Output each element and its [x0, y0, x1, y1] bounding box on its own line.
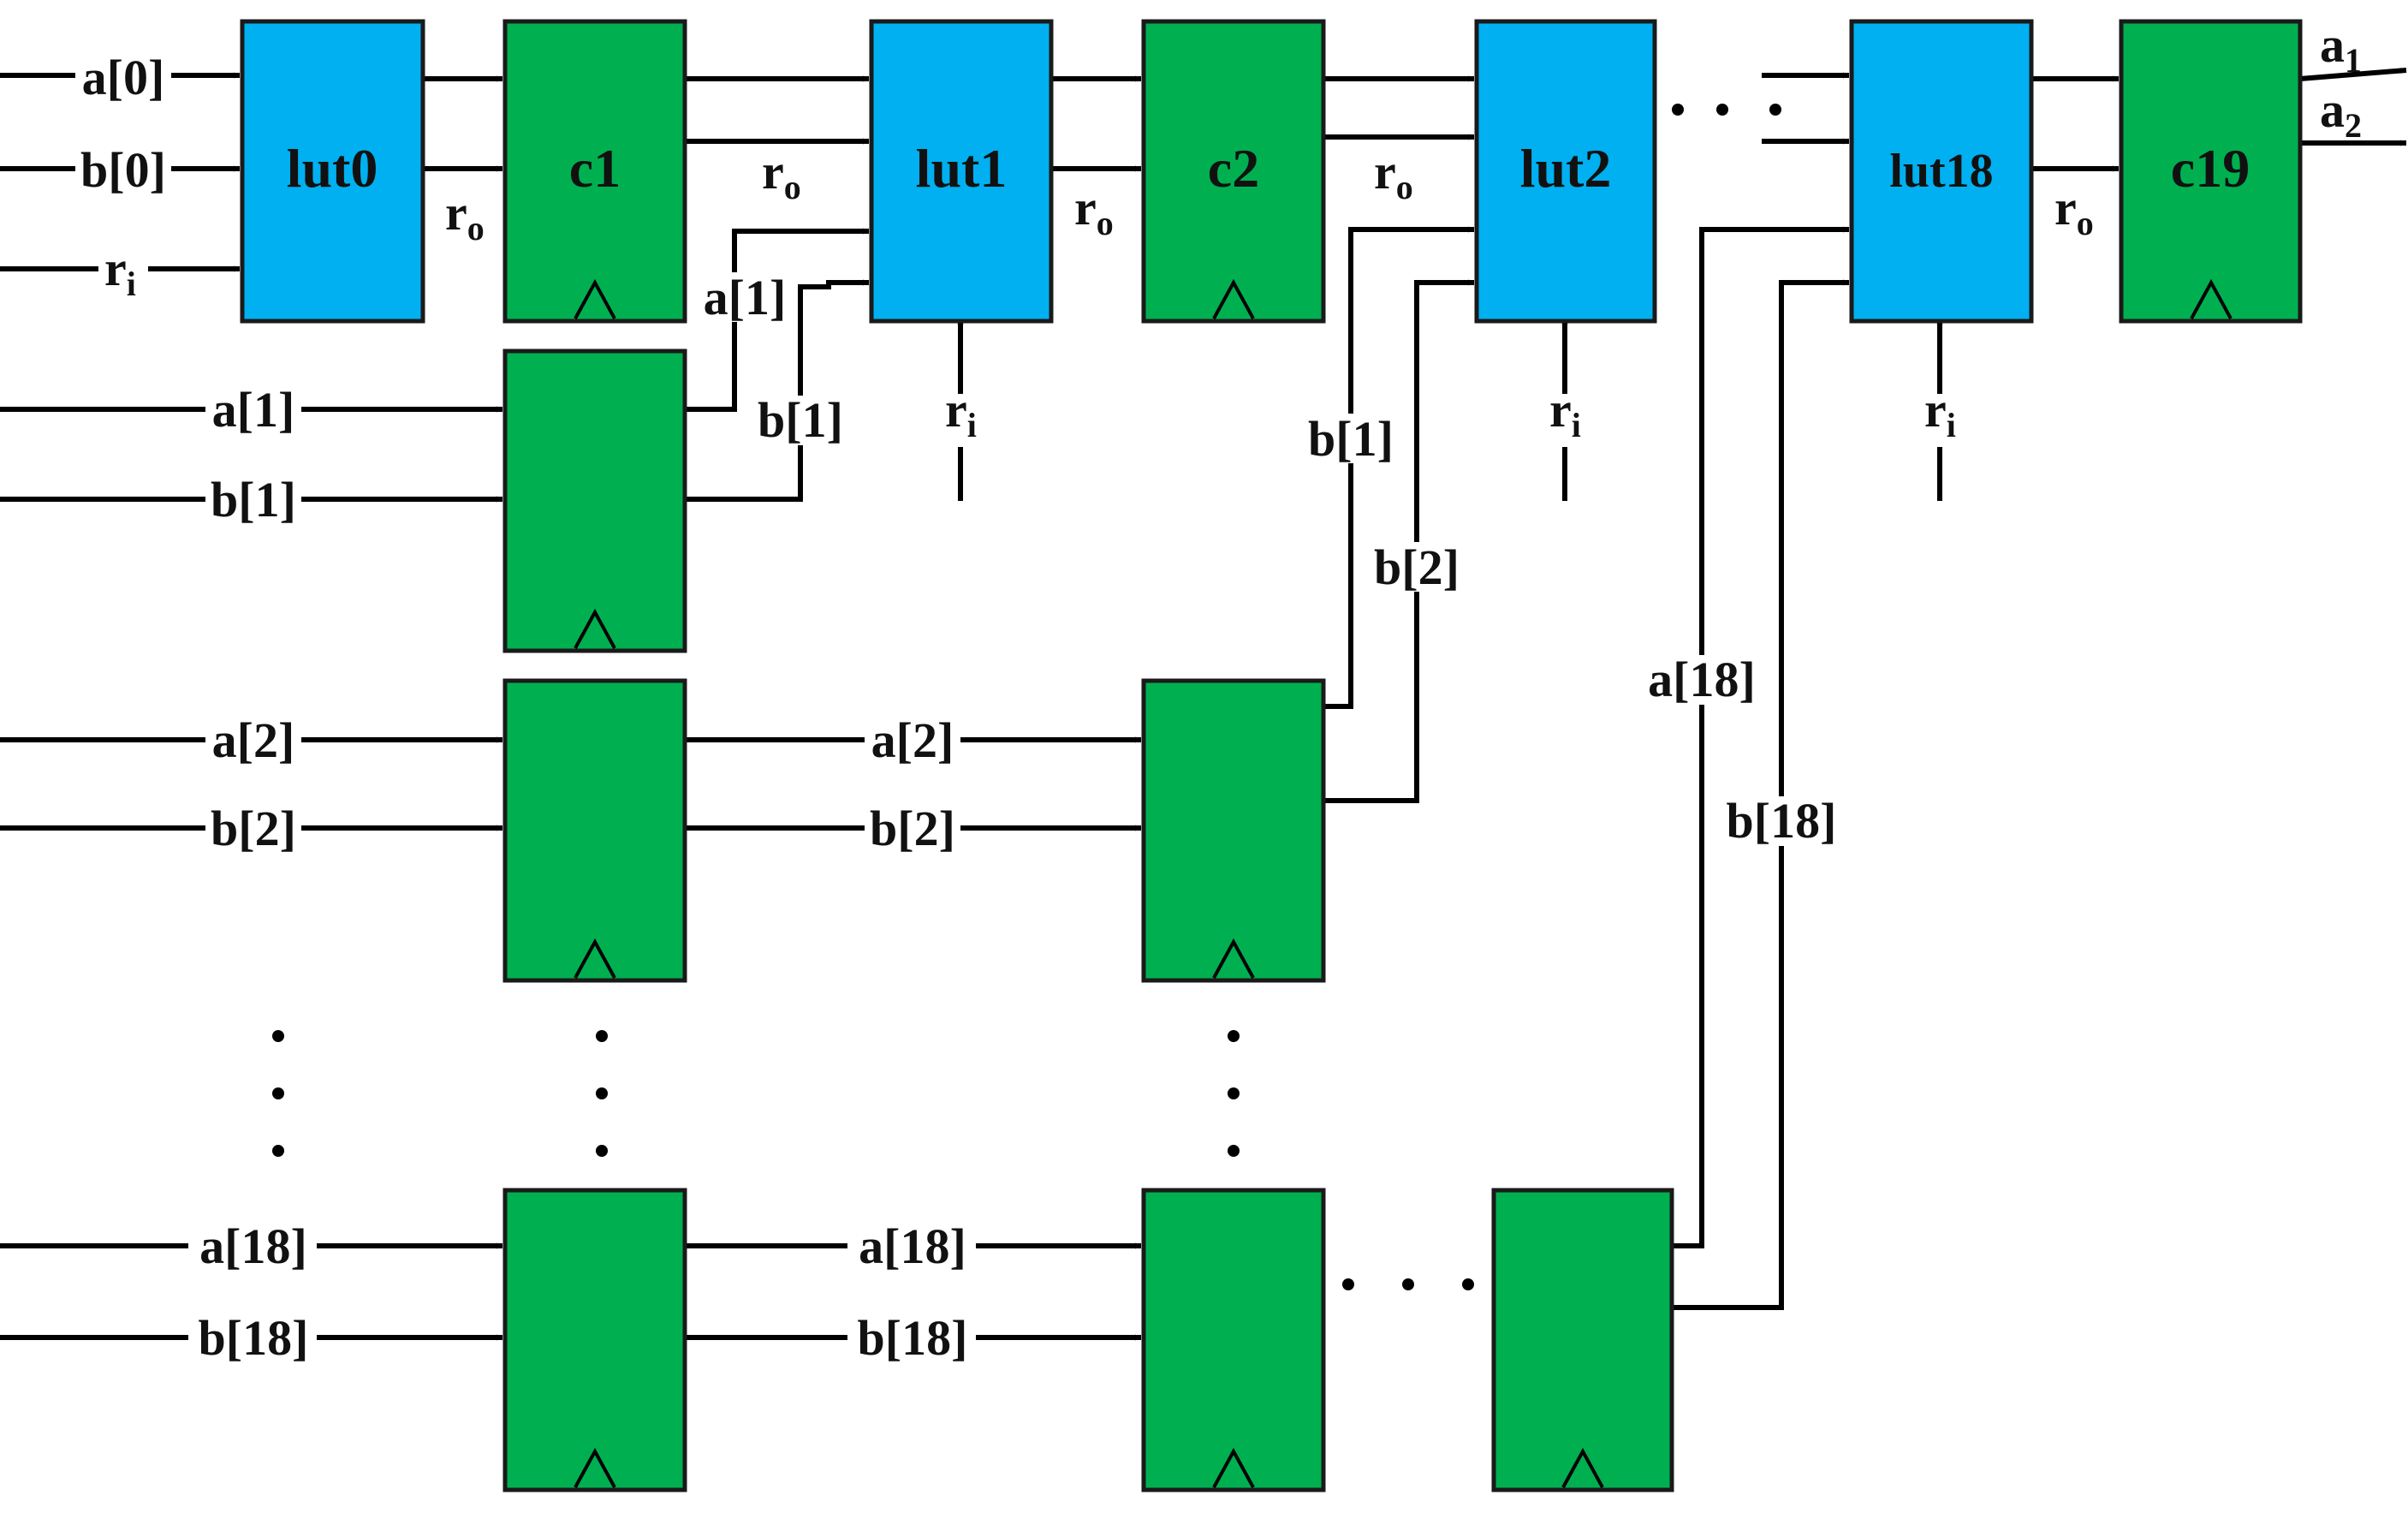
label-c1: c1	[569, 138, 621, 199]
wire-r18c-a18	[1672, 226, 1849, 1248]
label-ro-4: ro	[2054, 180, 2094, 242]
block-lut0	[240, 19, 425, 324]
label-ro-1: ro	[762, 144, 801, 206]
ellipsis-dot	[272, 1087, 284, 1099]
blocks	[240, 19, 2303, 1492]
clock-icon	[574, 938, 616, 979]
label-b0: b[0]	[80, 142, 166, 198]
clock-icon	[1212, 938, 1255, 979]
ellipsis-dot	[1672, 104, 1684, 116]
label-a1-lut1: a[1]	[704, 270, 787, 325]
clock-icon	[574, 608, 616, 649]
ellipsis-dot	[1228, 1145, 1240, 1157]
block-r18a	[502, 1188, 687, 1492]
wire-r2b-b2	[1323, 279, 1474, 803]
signal-labels: a[0] b[0] ri ro ro ro ro ro a[1] b[1] ri…	[75, 17, 2362, 1366]
ellipsis-dot	[596, 1145, 608, 1157]
label-b18-mid: b[18]	[858, 1310, 968, 1366]
label-ri-18: ri	[1924, 382, 1956, 444]
block-lut2	[1474, 19, 1657, 324]
ellipsis-dot	[1402, 1278, 1414, 1290]
label-b2-in: b[2]	[211, 801, 296, 856]
label-out-a1: a1	[2320, 17, 2362, 80]
block-c2	[1141, 19, 1326, 324]
block-c1	[502, 19, 687, 324]
label-b1-lut1: b[1]	[758, 392, 843, 448]
wire-r18c-b18	[1672, 279, 1849, 1310]
clock-icon	[574, 1447, 616, 1488]
label-lut0: lut0	[287, 138, 378, 199]
label-ro-3: ro	[1374, 144, 1413, 206]
ellipsis-dot	[596, 1087, 608, 1099]
label-b18-lut18: b[18]	[1727, 793, 1837, 849]
label-b18-in: b[18]	[199, 1310, 309, 1366]
ellipsis-dot	[1342, 1278, 1354, 1290]
ellipsis-dot	[1228, 1030, 1240, 1042]
clock-icon	[574, 278, 616, 319]
label-lut18: lut18	[1889, 145, 1993, 198]
block-r18c	[1491, 1188, 1674, 1492]
label-out-a2: a2	[2320, 82, 2362, 145]
label-a0: a[0]	[82, 50, 165, 105]
block-r18b	[1141, 1188, 1326, 1492]
wire-out-a1	[2299, 68, 2407, 81]
label-b1-in: b[1]	[211, 472, 296, 527]
label-ri-1: ri	[945, 382, 977, 444]
label-b2-lut2: b[2]	[1374, 539, 1460, 595]
label-ro-2: ro	[1074, 180, 1114, 242]
label-lut2: lut2	[1520, 138, 1612, 199]
block-r1	[502, 348, 687, 653]
label-a1-in: a[1]	[212, 382, 295, 438]
label-a2-mid: a[2]	[871, 712, 954, 768]
ellipsis-dot	[596, 1030, 608, 1042]
block-lut18	[1849, 19, 2034, 324]
clock-icon	[1212, 1447, 1255, 1488]
label-a18-in: a[18]	[199, 1218, 307, 1274]
label-ro-0: ro	[445, 185, 485, 247]
wire-r2b-b1	[1323, 226, 1474, 709]
ellipsis-dot	[272, 1145, 284, 1157]
ellipsis-dot	[1769, 104, 1781, 116]
clock-icon	[1561, 1447, 1604, 1488]
label-a18-lut18: a[18]	[1648, 652, 1756, 707]
label-lut1: lut1	[916, 138, 1008, 199]
label-a2-in: a[2]	[212, 712, 295, 768]
label-c2: c2	[1208, 138, 1259, 199]
ellipsis-dots	[272, 104, 1781, 1290]
block-lut1	[869, 19, 1054, 324]
label-ri-2: ri	[1549, 382, 1581, 444]
ellipsis-dot	[272, 1030, 284, 1042]
block-c19	[2119, 19, 2303, 324]
label-b1-lut2: b[1]	[1308, 411, 1394, 467]
label-c19: c19	[2171, 138, 2250, 199]
clock-icon	[1212, 278, 1255, 319]
block-labels: lut0 c1 lut1 c2 lut2 lut18 c19	[287, 138, 2250, 199]
wire-r1-b1	[685, 279, 869, 502]
label-b2-mid: b[2]	[870, 801, 955, 856]
ellipsis-dot	[1228, 1087, 1240, 1099]
ellipsis-dot	[1462, 1278, 1474, 1290]
label-ri-0: ri	[104, 241, 136, 303]
block-r2b	[1141, 678, 1326, 983]
ellipsis-dot	[1716, 104, 1728, 116]
clock-icon	[2190, 278, 2233, 319]
label-a18-mid: a[18]	[859, 1218, 966, 1274]
block-r2a	[502, 678, 687, 983]
clock-markers	[574, 278, 2233, 1488]
